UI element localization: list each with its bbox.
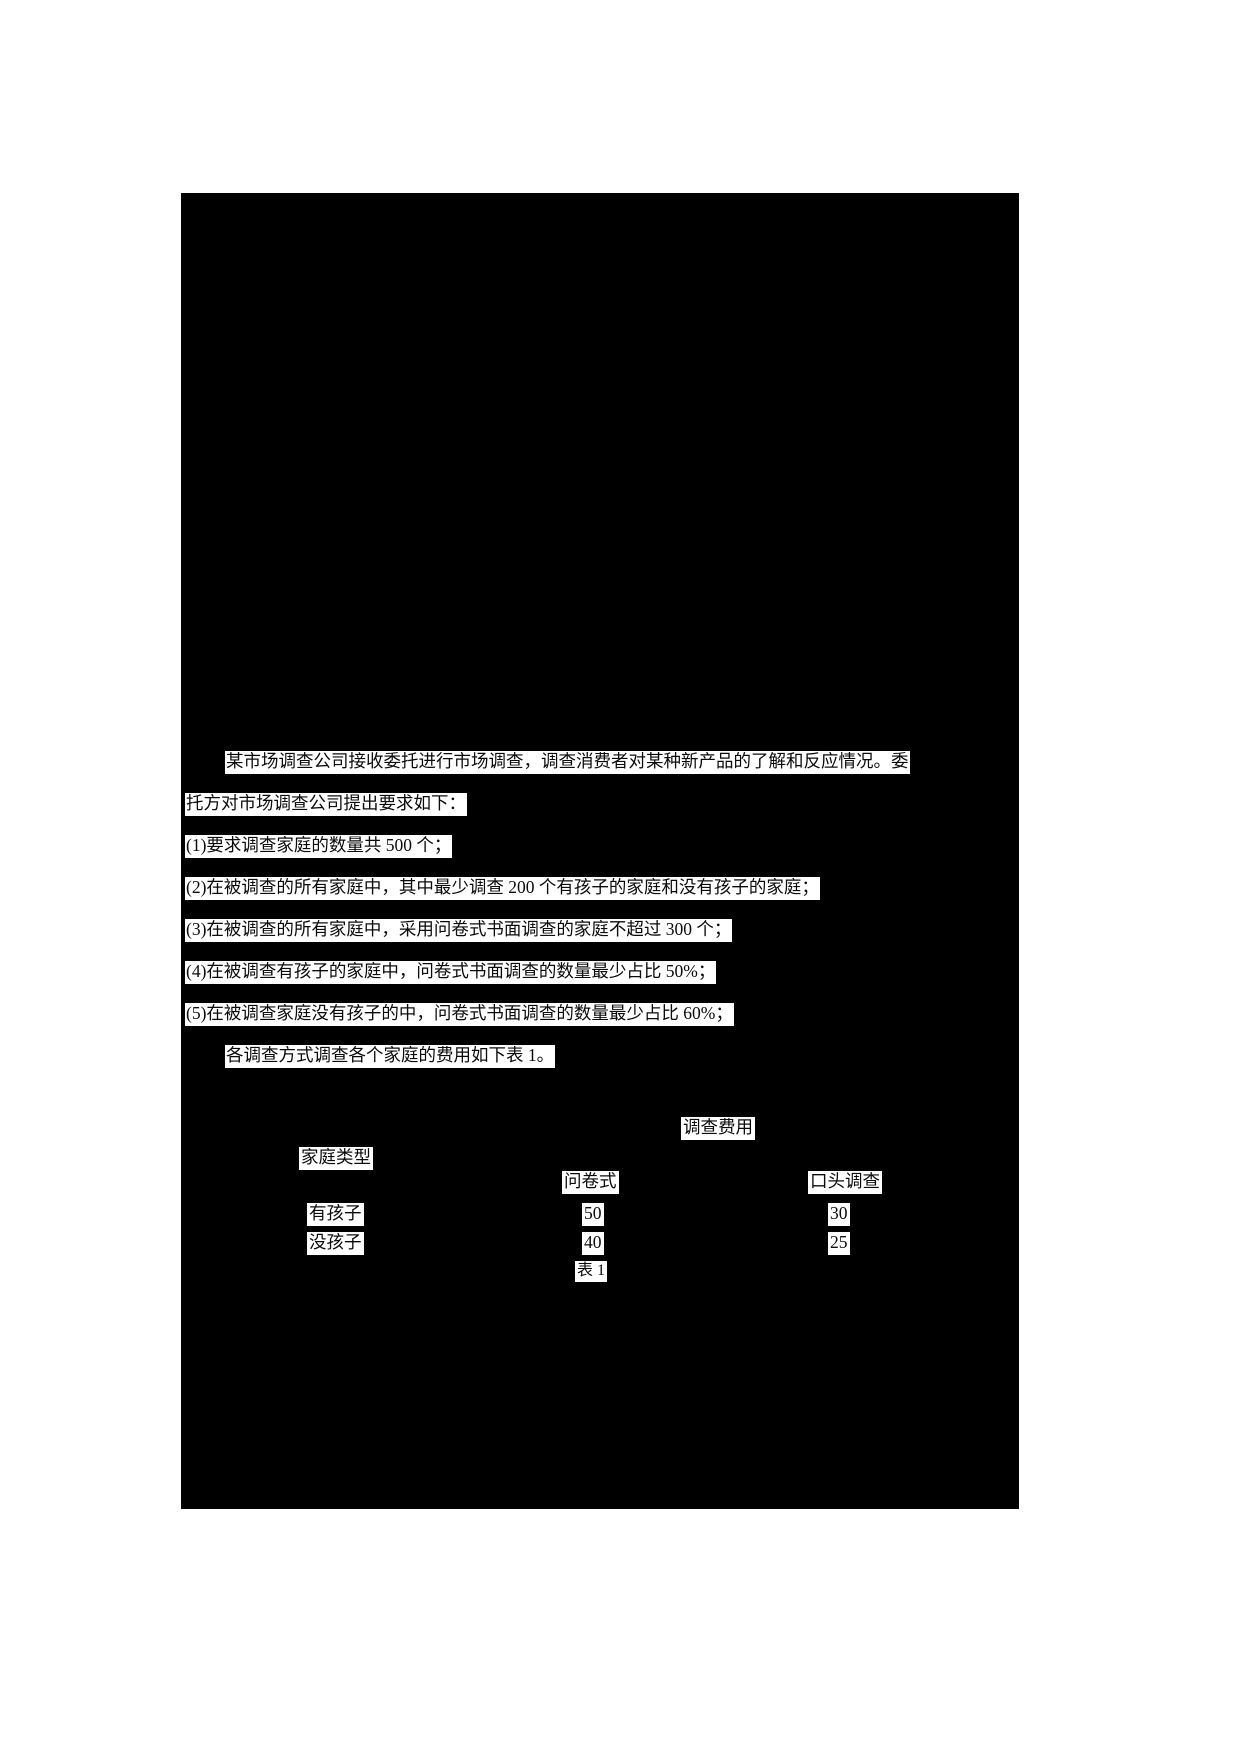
table-column-header-questionnaire: 问卷式: [562, 1171, 619, 1194]
requirement-item: (1)要求调查家庭的数量共 500 个；: [181, 835, 1019, 877]
intro-line-2-text: 托方对市场调查公司提出要求如下：: [185, 793, 467, 816]
intro-line-1-text: 某市场调查公司接收委托进行市场调查，调查消费者对某种新产品的了解和反应情况。委: [225, 751, 910, 774]
requirement-2-text: (2)在被调查的所有家庭中，其中最少调查 200 个有孩子的家庭和没有孩子的家庭…: [185, 877, 820, 900]
table-cell-without-children-questionnaire: 40: [582, 1232, 604, 1255]
paragraph-line: 各调查方式调查各个家庭的费用如下表 1。: [181, 1045, 1019, 1087]
requirement-5-text: (5)在被调查家庭没有孩子的中，问卷式书面调查的数量最少占比 60%；: [185, 1003, 734, 1026]
table-lead-in-text: 各调查方式调查各个家庭的费用如下表 1。: [225, 1045, 556, 1068]
table-row-label-without-children: 没孩子: [307, 1232, 364, 1255]
blank-top-region: [181, 193, 1019, 751]
table-group-header: 调查费用: [681, 1117, 755, 1140]
document-content: 某市场调查公司接收委托进行市场调查，调查消费者对某种新产品的了解和反应情况。委 …: [181, 751, 1019, 1299]
requirement-item: (5)在被调查家庭没有孩子的中，问卷式书面调查的数量最少占比 60%；: [181, 1003, 1019, 1045]
paragraph-line: 托方对市场调查公司提出要求如下：: [181, 793, 1019, 835]
document-body: 某市场调查公司接收委托进行市场调查，调查消费者对某种新产品的了解和反应情况。委 …: [181, 193, 1019, 1509]
requirement-item: (4)在被调查有孩子的家庭中，问卷式书面调查的数量最少占比 50%；: [181, 961, 1019, 1003]
blank-bottom-region: [181, 1299, 1019, 1509]
requirement-4-text: (4)在被调查有孩子的家庭中，问卷式书面调查的数量最少占比 50%；: [185, 961, 717, 984]
table-cell-with-children-questionnaire: 50: [582, 1203, 604, 1226]
table-cell-without-children-oral: 25: [828, 1232, 850, 1255]
table-column-header-oral: 口头调查: [808, 1171, 882, 1194]
table-row-label-with-children: 有孩子: [307, 1203, 364, 1226]
requirement-3-text: (3)在被调查的所有家庭中，采用问卷式书面调查的家庭不超过 300 个；: [185, 919, 733, 942]
table-cell-with-children-oral: 30: [828, 1203, 850, 1226]
requirement-item: (2)在被调查的所有家庭中，其中最少调查 200 个有孩子的家庭和没有孩子的家庭…: [181, 877, 1019, 919]
cost-table: 家庭类型 调查费用 问卷式 口头调查 有孩子 50 30 没孩子 40 25 表…: [181, 1109, 1019, 1299]
table-caption: 表 1: [575, 1261, 608, 1282]
paragraph-line: 某市场调查公司接收委托进行市场调查，调查消费者对某种新产品的了解和反应情况。委: [181, 751, 1019, 793]
table-corner-header: 家庭类型: [299, 1147, 373, 1170]
requirement-item: (3)在被调查的所有家庭中，采用问卷式书面调查的家庭不超过 300 个；: [181, 919, 1019, 961]
requirement-1-text: (1)要求调查家庭的数量共 500 个；: [185, 835, 453, 858]
